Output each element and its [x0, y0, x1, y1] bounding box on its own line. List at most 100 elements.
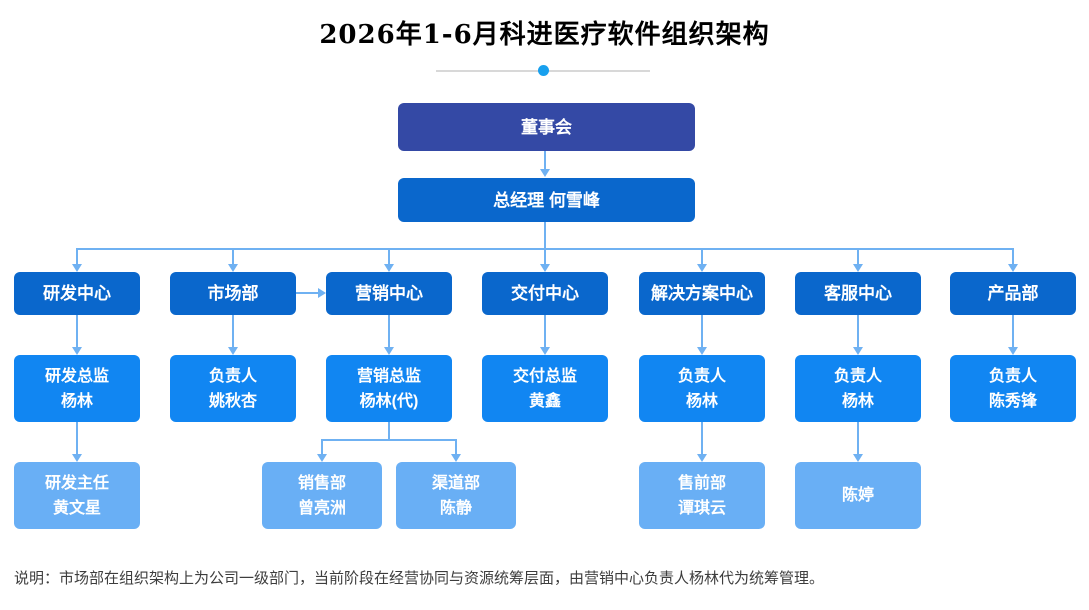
sub-title: 研发主任: [44, 474, 109, 492]
arrow-branch-channel-icon: [451, 454, 461, 462]
connector-rail-col-product: [1012, 250, 1014, 265]
connector-dept-lead-rd: [76, 315, 78, 348]
node-sub-sales-dept: 销售部 曾亮洲: [262, 462, 382, 529]
lead-title: 负责人: [988, 367, 1037, 385]
dept-label: 营销中心: [355, 284, 423, 303]
lead-name: 杨林: [60, 392, 93, 410]
sub-name: 黄文星: [52, 499, 101, 517]
dept-label: 交付中心: [511, 284, 579, 303]
node-sub-service-member: 陈婷: [795, 462, 921, 529]
title-divider-dot-icon: [538, 65, 549, 76]
footer-note: 说明：市场部在组织架构上为公司一级部门，当前阶段在经营协同与资源统筹层面，由营销…: [14, 570, 825, 587]
sub-name: 曾亮洲: [297, 499, 346, 517]
node-sub-presales-dept: 售前部 谭琪云: [639, 462, 765, 529]
connector-rail-col-marketing: [388, 250, 390, 265]
dept-label: 市场部: [207, 284, 259, 303]
connector-gm-rail: [76, 248, 1014, 250]
lead-title: 负责人: [833, 367, 882, 385]
arrow-col-rd-icon: [72, 264, 82, 272]
connector-dept-lead-solution: [701, 315, 703, 348]
node-dept-rd-center: 研发中心: [14, 272, 140, 315]
node-dept-solution-center: 解决方案中心: [639, 272, 765, 315]
node-sub-rd-director: 研发主任 黄文星: [14, 462, 140, 529]
arrow-dept-lead-product-icon: [1008, 347, 1018, 355]
arrow-lead-sub-rd-icon: [72, 454, 82, 462]
arrow-dept-lead-service-icon: [853, 347, 863, 355]
lead-name: 陈秀锋: [988, 392, 1037, 410]
node-general-manager: 总经理 何雪峰: [398, 178, 695, 222]
arrow-col-delivery-icon: [540, 264, 550, 272]
arrow-dept-lead-marketing-icon: [384, 347, 394, 355]
arrow-lead-sub-solution-icon: [697, 454, 707, 462]
arrow-board-gm-icon: [540, 169, 550, 177]
dept-label: 产品部: [987, 284, 1039, 303]
sub-name: 陈静: [439, 499, 472, 517]
lead-title: 营销总监: [356, 367, 421, 385]
lead-name: 杨林: [685, 392, 718, 410]
connector-board-gm: [544, 151, 546, 170]
connector-rail-col-service: [857, 250, 859, 265]
node-lead-delivery: 交付总监 黄鑫: [482, 355, 608, 422]
dept-label: 客服中心: [824, 284, 892, 303]
connector-marketing-branch-stub: [388, 422, 390, 441]
connector-rail-col-delivery: [544, 250, 546, 265]
node-general-manager-label: 总经理 何雪峰: [493, 190, 600, 210]
sub-name: 陈婷: [841, 487, 874, 504]
connector-lead-sub-service: [857, 422, 859, 455]
arrow-col-product-icon: [1008, 264, 1018, 272]
node-dept-delivery-center: 交付中心: [482, 272, 608, 315]
lead-name: 杨林(代): [359, 392, 419, 410]
connector-dept-lead-marketing: [388, 315, 390, 348]
arrow-dept-lead-rd-icon: [72, 347, 82, 355]
node-board-label: 董事会: [521, 117, 572, 137]
node-lead-rd: 研发总监 杨林: [14, 355, 140, 422]
node-board: 董事会: [398, 103, 695, 151]
node-sub-channel-dept: 渠道部 陈静: [396, 462, 516, 529]
arrow-dept-lead-delivery-icon: [540, 347, 550, 355]
sub-title: 销售部: [297, 474, 346, 492]
connector-branch-sales: [321, 441, 323, 455]
sub-title: 渠道部: [431, 474, 480, 492]
connector-gm-stub: [544, 222, 546, 250]
node-lead-market: 负责人 姚秋杏: [170, 355, 296, 422]
arrow-market-marketing-icon: [318, 288, 326, 298]
node-lead-product: 负责人 陈秀锋: [950, 355, 1076, 422]
lead-title: 负责人: [677, 367, 726, 385]
arrow-col-market-icon: [228, 264, 238, 272]
arrow-col-solution-icon: [697, 264, 707, 272]
lead-name: 杨林: [841, 392, 874, 410]
connector-lead-sub-solution: [701, 422, 703, 455]
sub-name: 谭琪云: [677, 499, 726, 517]
node-lead-service: 负责人 杨林: [795, 355, 921, 422]
connector-rail-col-rd: [76, 250, 78, 265]
node-lead-marketing: 营销总监 杨林(代): [326, 355, 452, 422]
lead-name: 黄鑫: [528, 392, 561, 410]
connector-rail-col-solution: [701, 250, 703, 265]
page-title: 2026年1-6月科进医疗软件组织架构: [319, 20, 770, 50]
arrow-branch-sales-icon: [317, 454, 327, 462]
lead-name: 姚秋杏: [208, 392, 257, 410]
node-dept-service-center: 客服中心: [795, 272, 921, 315]
connector-dept-lead-product: [1012, 315, 1014, 348]
arrow-dept-lead-market-icon: [228, 347, 238, 355]
node-dept-marketing-center: 营销中心: [326, 272, 452, 315]
connector-market-marketing: [296, 292, 318, 294]
connector-rail-col-market: [232, 250, 234, 265]
lead-title: 负责人: [208, 367, 257, 385]
connector-branch-channel: [455, 441, 457, 455]
node-dept-market: 市场部: [170, 272, 296, 315]
lead-title: 交付总监: [512, 367, 577, 385]
connector-lead-sub-rd: [76, 422, 78, 455]
lead-title: 研发总监: [44, 367, 109, 385]
arrow-dept-lead-solution-icon: [697, 347, 707, 355]
connector-dept-lead-service: [857, 315, 859, 348]
sub-title: 售前部: [677, 474, 726, 492]
connector-marketing-branch-rail: [321, 439, 457, 441]
dept-label: 研发中心: [43, 284, 111, 303]
arrow-col-service-icon: [853, 264, 863, 272]
connector-dept-lead-delivery: [544, 315, 546, 348]
node-dept-product: 产品部: [950, 272, 1076, 315]
connector-dept-lead-market: [232, 315, 234, 348]
arrow-lead-sub-service-icon: [853, 454, 863, 462]
